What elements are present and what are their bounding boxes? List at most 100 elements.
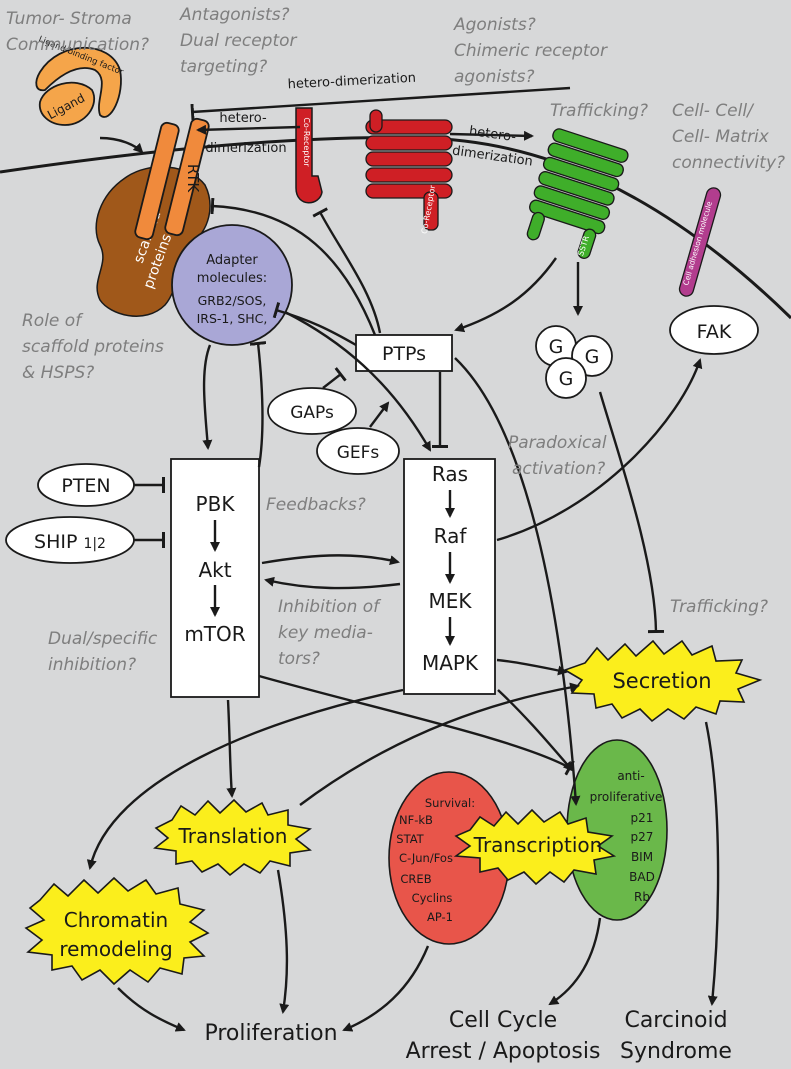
q-inhibition-2: key media-	[278, 623, 373, 643]
antiprolif-label-0: anti-	[617, 769, 644, 783]
survival-label-2: STAT	[396, 832, 424, 846]
proliferation-label: Proliferation	[204, 1021, 337, 1046]
q-dual-2: inhibition?	[48, 655, 136, 675]
g-protein-1-label: G	[549, 336, 564, 358]
ptps-label: PTPs	[382, 343, 426, 365]
antiprolif-to-cellcycle-arrow	[548, 917, 602, 1006]
akt-to-raf-arrow	[261, 554, 400, 566]
antiprolif-label-3: p27	[631, 830, 654, 844]
mtor-label: mTOR	[184, 622, 245, 646]
survival-label-4: CREB	[400, 872, 431, 886]
pten-label: PTEN	[61, 475, 110, 497]
fak-node	[669, 305, 759, 355]
q-paradoxical-1: Paradoxical	[508, 433, 607, 453]
survival-label-6: AP-1	[427, 910, 453, 924]
ptps-inhibit-rtk	[210, 197, 377, 336]
chromatin-label-2: remodeling	[59, 937, 172, 961]
q-tumor-stroma-1: Tumor- Stroma	[6, 9, 132, 29]
translation-label: Translation	[178, 824, 288, 848]
adapter-label-2: molecules:	[197, 271, 267, 286]
adapter-label-4: IRS-1, SHC,	[197, 311, 268, 326]
antiprolif-label-2: p21	[631, 811, 654, 825]
antiprolif-label-4: BIM	[631, 850, 653, 864]
q-antagonists-2: Dual receptor	[180, 31, 298, 51]
ligand-binding-factor-shape	[35, 46, 122, 118]
co-receptor-1-label: Co-Receptor	[302, 117, 311, 167]
transcription-star	[453, 808, 617, 886]
q-connectivity-1: Cell- Cell/	[672, 101, 755, 121]
gefs-node	[316, 427, 400, 475]
carcinoid-label-2: Syndrome	[620, 1039, 732, 1064]
survival-label-5: Cyclins	[412, 891, 453, 905]
gefs-to-ras-arrow	[369, 401, 390, 428]
hetero-dimerization-left-2: dimerization	[205, 141, 286, 156]
q-agonists-1: Agonists?	[453, 15, 536, 35]
adapter-label-3: GRB2/SOS,	[198, 293, 267, 308]
g-protein-2-label: G	[585, 346, 600, 368]
antiprolif-label-6: Rb	[634, 890, 650, 904]
hetero-dimerization-top-arrow	[190, 86, 571, 121]
antiprolif-label-1: proliferative	[590, 790, 663, 804]
mapk-label: MAPK	[422, 651, 479, 675]
q-feedbacks: Feedbacks?	[266, 495, 366, 515]
cell-cycle-label-2: Arrest / Apoptosis	[406, 1039, 601, 1064]
hetero-dimerization-right-1: hetero-	[468, 124, 517, 145]
g-inhibit-secretion	[598, 391, 665, 634]
ligand-to-rtk-arrow	[99, 136, 144, 154]
pbk-feedback-inhibit	[249, 341, 267, 468]
survival-label-0: Survival:	[425, 796, 475, 810]
hetero-dimerization-top-label: hetero-dimerization	[287, 71, 416, 93]
q-antagonists-3: targeting?	[180, 57, 267, 77]
carcinoid-label-1: Carcinoid	[624, 1008, 727, 1033]
co-receptor-2: Co-Receptor	[365, 109, 453, 235]
secretion-to-carcinoid-arrow	[704, 721, 720, 1006]
q-agonists-2: Chimeric receptor	[454, 41, 608, 61]
translation-star	[153, 798, 313, 877]
rtk-receptor: RTK	[134, 117, 210, 241]
q-trafficking-top: Trafficking?	[550, 101, 648, 121]
adapter-to-ras-arrow	[284, 310, 432, 452]
q-paradoxical-2: activation?	[512, 459, 605, 479]
secretion-star	[563, 639, 763, 723]
q-scaffold-2: scaffold proteins	[22, 337, 164, 357]
gaps-label: GAPs	[290, 403, 334, 423]
adapter-to-pbk-arrow	[202, 344, 213, 450]
survival-label-3: C-Jun/Fos	[399, 851, 453, 865]
ptps-to-transcription-arrow	[454, 357, 581, 806]
hetero-dimerization-left-1: hetero-	[219, 111, 267, 126]
transcription-label: Transcription	[473, 833, 603, 857]
cell-adhesion-molecule	[678, 187, 722, 297]
chromatin-label-1: Chromatin	[64, 908, 168, 932]
adapter-label-1: Adapter	[206, 253, 258, 268]
q-connectivity-2: Cell- Matrix	[672, 127, 770, 147]
ptps-inhibit-adapter	[272, 302, 357, 347]
adapter-molecules-node	[171, 224, 293, 346]
translation-to-secretion-arrow	[299, 682, 580, 806]
secretion-label: Secretion	[612, 669, 711, 693]
mek-to-akt-arrow	[264, 576, 401, 590]
ligand-shape	[38, 81, 95, 126]
q-connectivity-3: connectivity?	[672, 153, 785, 173]
ptps-inhibit-coreceptor	[312, 207, 382, 334]
q-scaffold-1: Role of	[22, 311, 84, 331]
q-antagonists-1: Antagonists?	[179, 5, 290, 25]
fak-label: FAK	[697, 321, 732, 343]
g-protein-3	[545, 357, 587, 399]
raf-label: Raf	[434, 524, 468, 548]
ras-label: Ras	[432, 462, 468, 486]
survival-to-proliferation-arrow	[342, 945, 430, 1032]
gaps-node	[267, 387, 357, 435]
g-protein-3-label: G	[559, 368, 574, 390]
sstr-receptor: SSTR	[526, 128, 629, 259]
chromatin-to-proliferation-arrow	[117, 987, 186, 1032]
q-agonists-3: agonists?	[454, 67, 535, 87]
hetero-dimerization-right-arrow	[449, 130, 534, 141]
pi3k-akt-mtor-box	[170, 458, 260, 698]
co-receptor-1	[295, 107, 323, 204]
cell-cycle-label-1: Cell Cycle	[449, 1008, 557, 1033]
survival-label-1: NF-kB	[399, 813, 433, 827]
antiprolif-label-5: BAD	[629, 870, 655, 884]
translation-to-proliferation-arrow	[276, 869, 290, 1014]
